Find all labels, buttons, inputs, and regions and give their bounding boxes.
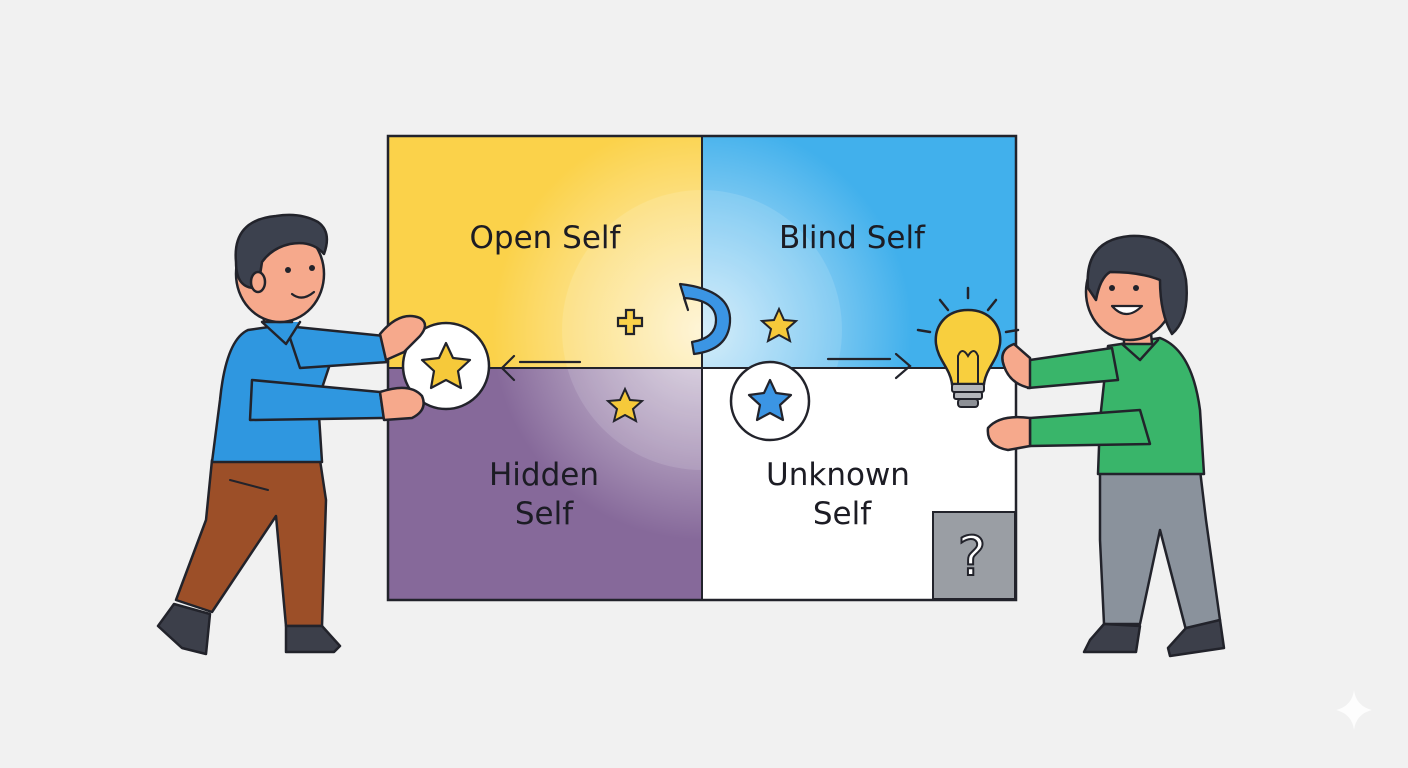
- left-arrow-icon: [500, 354, 582, 382]
- hand-right-top: [1001, 342, 1032, 390]
- hand-left-bottom: [378, 386, 425, 422]
- right-arrow-icon: [826, 352, 912, 380]
- arm-right-upper: [1026, 346, 1120, 390]
- sparkle-icon: [1336, 690, 1372, 730]
- star-icon: [759, 306, 799, 343]
- star-medallion-left: [401, 321, 491, 411]
- hidden-self-label-line2: Self: [515, 496, 574, 532]
- shoe-left-front: [284, 624, 342, 654]
- arm-left-lower: [248, 378, 386, 422]
- blind-self-label: Blind Self: [779, 220, 926, 256]
- unknown-self-label-line2: Self: [813, 496, 872, 532]
- hair-right: [1086, 234, 1188, 336]
- person-left: [156, 213, 427, 656]
- plus-icon: [616, 308, 644, 336]
- shoe-right-front: [1166, 618, 1226, 658]
- rotate-arrow-icon: [678, 282, 732, 356]
- star-medallion-blue: [729, 360, 811, 442]
- arm-right-lower: [1028, 408, 1152, 448]
- pants-right: [1098, 468, 1222, 632]
- star-icon: [605, 386, 645, 423]
- star-icon: [747, 378, 793, 422]
- person-right: [986, 234, 1226, 658]
- arm-left-upper: [284, 324, 390, 370]
- shoe-left-back: [156, 602, 212, 656]
- hand-right-bottom: [986, 415, 1032, 452]
- star-icon: [420, 341, 472, 390]
- pants-left: [174, 458, 328, 628]
- hidden-self-label-line1: Hidden: [489, 457, 599, 493]
- shoe-right-back: [1082, 622, 1142, 654]
- open-self-label: Open Self: [470, 220, 622, 256]
- lightbulb-icon: [916, 286, 1020, 408]
- unknown-self-label-line1: Unknown: [766, 457, 910, 493]
- hand-left-top: [378, 314, 427, 362]
- question-icon: ?: [958, 525, 987, 588]
